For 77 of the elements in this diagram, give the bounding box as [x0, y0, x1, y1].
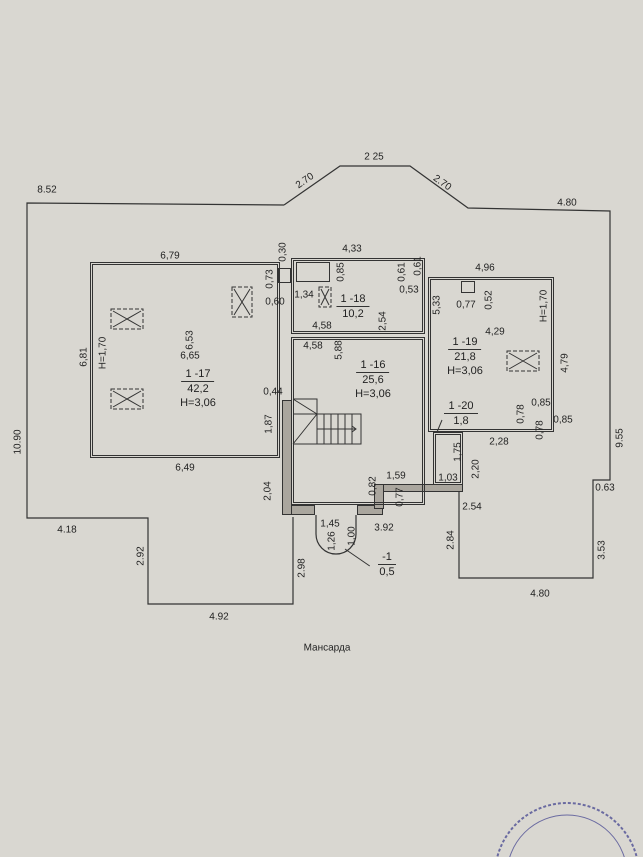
- room-number: -1: [378, 550, 396, 565]
- dimension-label: 0,30: [278, 242, 288, 262]
- dimension-label: 2,04: [262, 481, 274, 501]
- dimension-label: 6,81: [78, 347, 90, 367]
- dimension-label: 4,58: [303, 340, 323, 352]
- room-number: 1 -19: [448, 335, 482, 350]
- dimension-label: 0,52: [484, 290, 494, 310]
- room-height: H=3,06: [179, 396, 217, 410]
- dimension-label: 2.54: [462, 502, 482, 512]
- room-area: 10,2: [338, 307, 368, 321]
- dimension-label: 2,28: [489, 436, 509, 448]
- dimension-label: 3.53: [596, 540, 608, 560]
- leader-line: [436, 420, 442, 432]
- dimension-label: 4,79: [560, 353, 570, 373]
- dimension-label: 6,79: [160, 250, 180, 262]
- dimension-label: 4,29: [485, 326, 505, 338]
- dimension-label: 4.80: [557, 198, 577, 208]
- dimension-label: 10.90: [12, 429, 24, 455]
- dimension-label: 0,82: [368, 476, 378, 496]
- dimension-label: H=1,70: [538, 290, 550, 322]
- leader-line: [344, 548, 370, 566]
- dimension-label: 0,85: [336, 262, 346, 282]
- dimension-label: 5,33: [432, 295, 442, 315]
- room-outline: [433, 432, 463, 485]
- dimension-label: 6,53: [184, 330, 196, 350]
- dimension-label: H=1,70: [98, 336, 108, 370]
- dimension-label: 1,00: [346, 526, 358, 546]
- room-number: 1 -20: [444, 399, 478, 414]
- room-outline: [291, 258, 425, 334]
- dimension-label: 1,34: [294, 290, 314, 300]
- dimension-label: 0,78: [534, 420, 546, 440]
- dimension-label: 2,54: [378, 311, 388, 331]
- dimension-label: 3.92: [374, 522, 394, 534]
- dimension-label: 1,03: [438, 472, 458, 484]
- room-height: H=3,06: [446, 364, 484, 378]
- dimension-label: 2.98: [296, 558, 308, 578]
- room-number: 1 -16: [356, 358, 390, 373]
- dimension-label: 0.63: [595, 482, 615, 494]
- dimension-label: 2.84: [446, 530, 456, 550]
- dimension-label: 1,26: [326, 531, 338, 551]
- dimension-label: 2.92: [136, 546, 146, 566]
- dimension-label: 0,53: [399, 284, 419, 296]
- dimension-label: 0,78: [516, 404, 526, 424]
- dimension-label: 2 25: [364, 152, 384, 162]
- room-number: 1 -17: [181, 367, 215, 382]
- dimension-label: 6,49: [175, 462, 195, 474]
- dimension-label: 1,87: [264, 414, 274, 434]
- dimension-label: 0,61: [396, 262, 408, 282]
- dimension-label: 2.70: [430, 172, 454, 194]
- room-area: 21,8: [450, 350, 480, 364]
- dimension-label: 0,73: [264, 269, 276, 289]
- dimension-label: 4.18: [57, 524, 77, 536]
- dimension-label: 2.70: [294, 170, 316, 192]
- dimension-label: 6,65: [180, 350, 200, 362]
- room-area: 42,2: [183, 382, 213, 396]
- dimension-label: 9.55: [614, 428, 626, 448]
- dimension-label: 4,58: [312, 320, 332, 332]
- dimension-label: 8.52: [37, 184, 57, 196]
- room-number: 1 -18: [336, 292, 370, 307]
- caption: Мансарда: [304, 642, 350, 656]
- dimension-label: 2,20: [470, 459, 482, 479]
- porch-outline: [315, 515, 357, 555]
- dimension-label: 1,59: [386, 470, 406, 482]
- room-area: 0,5: [375, 565, 399, 579]
- dimension-label: 4.80: [530, 588, 550, 600]
- room-area: 25,6: [358, 373, 388, 387]
- dimension-label: 4,96: [475, 262, 495, 274]
- room-height: H=3,06: [354, 387, 392, 401]
- dimension-label: 4.92: [209, 612, 229, 622]
- dimension-label: 0,85: [531, 398, 551, 408]
- dimension-label: 5,88: [334, 340, 344, 360]
- room-outline: [291, 337, 425, 505]
- dimension-label: 1,45: [320, 518, 340, 530]
- room-area: 1,8: [449, 414, 473, 428]
- dimension-label: 1,75: [452, 442, 464, 462]
- dimension-label: 0,77: [456, 300, 476, 310]
- dimension-label: 4,33: [342, 244, 362, 254]
